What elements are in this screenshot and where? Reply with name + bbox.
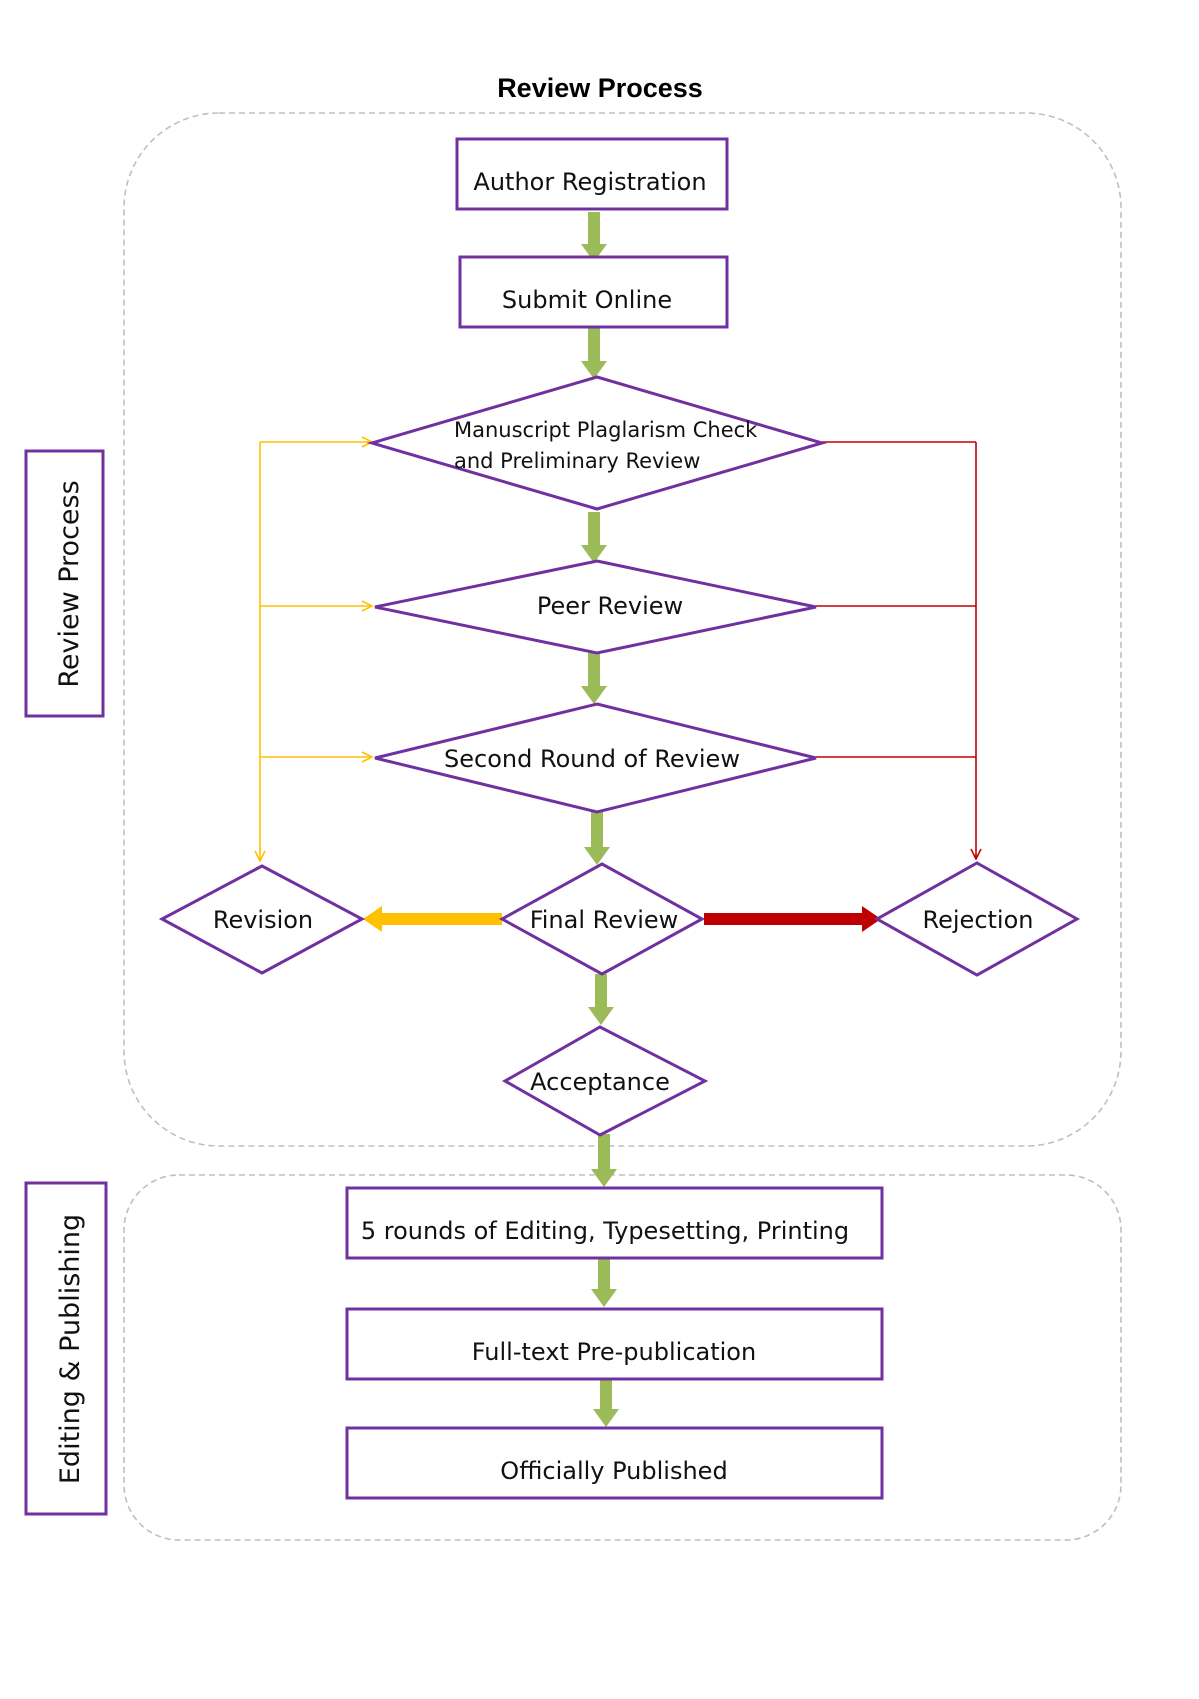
arrow-peer-to-second: [581, 653, 607, 704]
arrow-final-to-acceptance: [588, 974, 614, 1025]
arrow-second-to-final: [584, 812, 610, 865]
node-submit-online: Submit Online: [458, 255, 729, 329]
node-revision: Revision: [158, 864, 366, 975]
editing-publishing-side-label: Editing & Publishing: [55, 1214, 86, 1484]
svg-text:Author Registration: Author Registration: [473, 168, 706, 196]
rejection-connectors: [816, 441, 976, 859]
editing-publishing-side-box: [24, 1181, 108, 1516]
node-peer-review: Peer Review: [374, 559, 817, 655]
svg-text:Acceptance: Acceptance: [530, 1068, 670, 1096]
svg-text:5 rounds of Editing, Typesetti: 5 rounds of Editing, Typesetting, Printi…: [361, 1217, 849, 1245]
node-plagiarism-check: Manuscript Plaglarism Check and Prelimin…: [366, 375, 828, 511]
svg-text:and Preliminary Review: and Preliminary Review: [454, 449, 700, 473]
main-flow-arrows: [581, 212, 619, 1427]
review-process-side-box: [24, 449, 105, 718]
node-final-review: Final Review: [498, 862, 706, 976]
svg-text:Revision: Revision: [213, 906, 313, 934]
svg-text:Full-text Pre-publication: Full-text Pre-publication: [472, 1338, 756, 1366]
svg-text:Peer Review: Peer Review: [537, 592, 683, 620]
svg-text:Manuscript Plaglarism Check: Manuscript Plaglarism Check: [454, 418, 758, 442]
svg-text:Second Round of Review: Second Round of Review: [444, 745, 740, 773]
node-second-round-review: Second Round of Review: [374, 702, 817, 814]
arrow-final-to-rejection: [704, 906, 881, 932]
node-rejection: Rejection: [873, 861, 1081, 977]
node-editing-rounds: 5 rounds of Editing, Typesetting, Printi…: [345, 1186, 884, 1260]
node-pre-publication: Full-text Pre-publication: [345, 1307, 884, 1381]
review-process-group: [123, 112, 1122, 1147]
diagram-title: Review Process: [497, 73, 703, 103]
revision-connectors: [260, 442, 372, 861]
svg-text:Officially Published: Officially Published: [500, 1457, 727, 1485]
arrow-check-to-peer: [581, 512, 607, 563]
node-author-registration: Author Registration: [455, 137, 729, 211]
svg-text:Final Review: Final Review: [530, 906, 679, 934]
arrow-acceptance-to-editing: [591, 1134, 617, 1187]
arrow-submit-to-check: [581, 328, 607, 379]
arrow-final-to-revision: [363, 906, 502, 932]
svg-text:Submit Online: Submit Online: [502, 286, 672, 314]
node-acceptance: Acceptance: [501, 1025, 709, 1137]
arrow-registration-to-submit: [581, 212, 607, 262]
node-officially-published: Officially Published: [345, 1426, 884, 1500]
svg-text:Rejection: Rejection: [923, 906, 1034, 934]
arrow-editing-to-prepub: [591, 1256, 617, 1307]
review-process-side-label: Review Process: [54, 480, 85, 687]
editing-publishing-group: [123, 1174, 1122, 1541]
arrow-prepub-to-published: [593, 1376, 619, 1427]
